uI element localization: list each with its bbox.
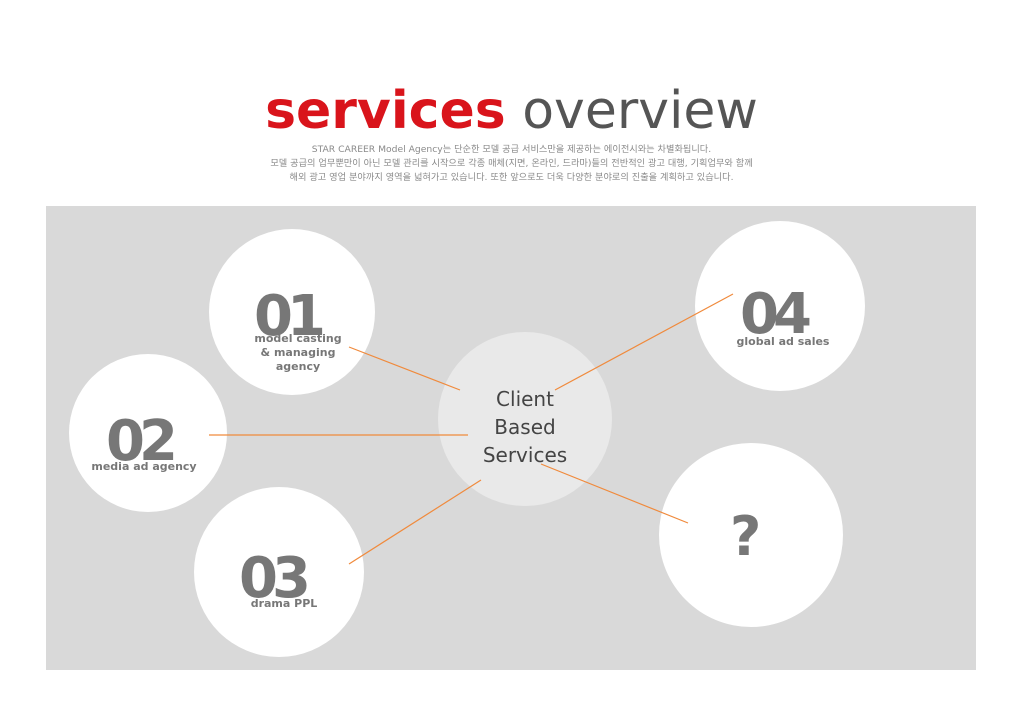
connector-03: [348, 479, 482, 565]
connector-01: [348, 346, 461, 391]
service-circle-01: [209, 229, 375, 395]
service-number-02: 02: [106, 409, 178, 474]
connector-unknown: [540, 463, 689, 524]
title-accent-word: services: [265, 81, 506, 141]
intro-line-3: 해외 광고 영업 분야까지 영역을 넓혀가고 있습니다. 또한 앞으로도 더욱 …: [289, 172, 734, 183]
page-title: services overview: [0, 78, 1023, 144]
service-number-unknown: ?: [730, 505, 762, 568]
intro-line-2: 모델 공급의 업무뿐만이 아닌 모델 관리를 시작으로 각종 매체(지면, 온라…: [270, 158, 753, 169]
hub-label: Client Based Services: [482, 387, 568, 467]
service-label-02: media ad agency: [91, 460, 197, 473]
service-label-01: model casting & managing agency: [254, 332, 342, 373]
service-circle-04: [695, 221, 865, 391]
service-circle-03: [194, 487, 364, 657]
service-number-03: 03: [239, 546, 311, 611]
service-number-01: 01: [254, 284, 326, 349]
service-label-04: global ad sales: [736, 335, 830, 348]
service-number-04: 04: [740, 282, 812, 347]
intro-line-1: STAR CAREER Model Agency는 단순한 모델 공급 서비스만…: [311, 144, 712, 155]
service-circle-02: [69, 354, 227, 512]
title-rest-word: overview: [522, 81, 758, 141]
service-circle-unknown: [659, 443, 843, 627]
hub-circle: [438, 332, 612, 506]
service-label-03: drama PPL: [250, 597, 318, 610]
connector-04: [554, 293, 734, 391]
